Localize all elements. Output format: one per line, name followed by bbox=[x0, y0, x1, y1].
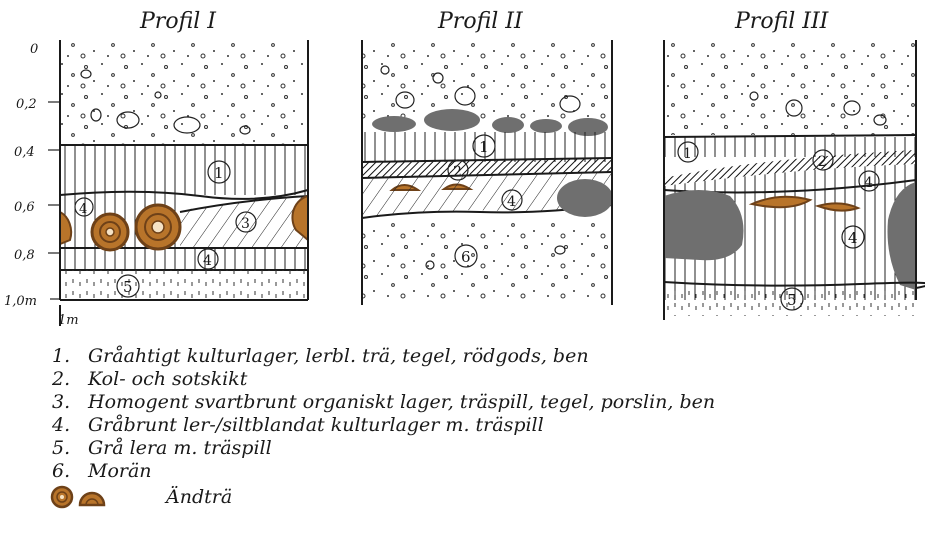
svg-text:5: 5 bbox=[123, 278, 133, 296]
legend-item: 2.Kol- och sotskikt bbox=[52, 368, 922, 391]
layer-6 bbox=[362, 220, 612, 300]
gravel-layer bbox=[664, 40, 916, 135]
stone bbox=[424, 109, 480, 131]
svg-text:3: 3 bbox=[241, 216, 250, 232]
gravel-layer bbox=[60, 40, 308, 145]
depth-tick-0-4: 0,4 bbox=[14, 145, 35, 160]
stone bbox=[557, 179, 613, 217]
depth-tick-0: 0 bbox=[30, 42, 38, 57]
profile-2: Profil II 1 bbox=[362, 9, 613, 305]
stone bbox=[530, 119, 562, 133]
svg-text:4: 4 bbox=[864, 175, 873, 191]
legend: 1.Gråahtigt kulturlager, lerbl. trä, teg… bbox=[52, 345, 922, 509]
legend-item: 5.Grå lera m. träspill bbox=[52, 437, 922, 460]
gravel-layer bbox=[362, 40, 612, 120]
layer-5 bbox=[60, 270, 308, 298]
svg-text:5: 5 bbox=[787, 291, 797, 309]
svg-text:1: 1 bbox=[214, 164, 224, 182]
stone bbox=[492, 117, 524, 133]
layer-1 bbox=[60, 145, 308, 195]
svg-text:6: 6 bbox=[461, 248, 471, 266]
legend-item: 6.Morän bbox=[52, 460, 922, 483]
stone bbox=[372, 116, 416, 132]
profile-2-title: Profil II bbox=[437, 9, 524, 34]
layer-4-lower bbox=[60, 248, 308, 270]
profile-3: Profil III 1 2 4 bbox=[664, 9, 925, 320]
svg-text:4: 4 bbox=[203, 253, 212, 269]
depth-tick-0-8: 0,8 bbox=[14, 248, 35, 263]
legend-item: 3.Homogent svartbrunt organiskt lager, t… bbox=[52, 391, 922, 414]
scale-label: 1m bbox=[58, 313, 79, 328]
legend-item: 4.Gråbrunt ler-/siltblandat kulturlager … bbox=[52, 414, 922, 437]
end-grain-log-icon bbox=[50, 485, 114, 509]
legend-item: 1.Gråahtigt kulturlager, lerbl. trä, teg… bbox=[52, 345, 922, 368]
svg-text:1: 1 bbox=[683, 146, 692, 162]
svg-text:1: 1 bbox=[479, 138, 489, 156]
svg-text:2: 2 bbox=[453, 164, 462, 180]
profile-3-title: Profil III bbox=[734, 9, 830, 34]
end-grain-log bbox=[92, 214, 128, 250]
svg-text:2: 2 bbox=[818, 154, 827, 170]
wood-legend-text: Ändträ bbox=[166, 486, 232, 509]
legend-item-wood: Ändträ bbox=[50, 485, 922, 509]
stone bbox=[664, 190, 744, 260]
svg-text:4: 4 bbox=[507, 194, 516, 210]
svg-text:4: 4 bbox=[848, 229, 858, 247]
depth-tick-0-2: 0,2 bbox=[16, 97, 37, 112]
end-grain-log bbox=[136, 205, 180, 249]
depth-tick-1-0: 1,0m bbox=[4, 294, 37, 309]
svg-text:4: 4 bbox=[79, 202, 87, 217]
depth-tick-0-6: 0,6 bbox=[14, 200, 35, 215]
profile-1-title: Profil I bbox=[139, 9, 217, 34]
profile-1: Profil I bbox=[60, 9, 308, 300]
